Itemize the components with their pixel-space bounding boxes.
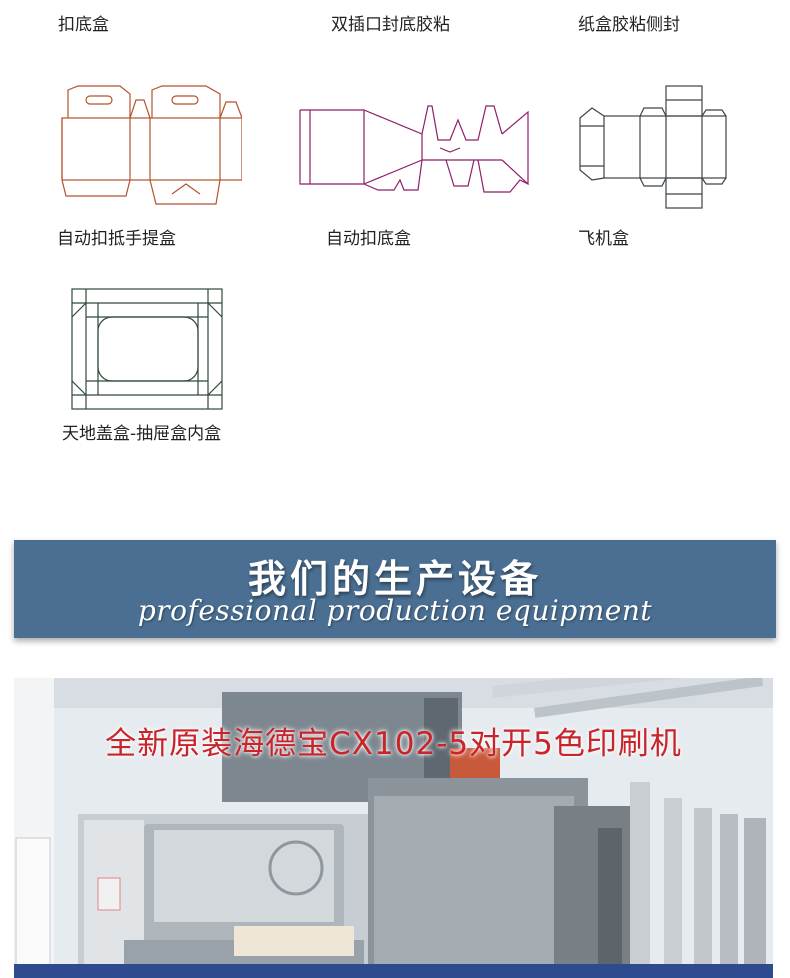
dieline-handle-box xyxy=(56,84,242,206)
printing-press-photo: 全新原装海德宝CX102-5对开5色印刷机 xyxy=(14,678,773,978)
printing-press-illustration xyxy=(14,678,773,978)
box-label-double-tuck-glued: 双插口封底胶粘 xyxy=(331,15,450,35)
equipment-banner-title: 我们的生产设备 xyxy=(247,557,542,601)
side-glued-lines xyxy=(579,85,727,209)
box-label-mailer-box: 飞机盒 xyxy=(578,229,629,249)
box-label-buckle-bottom: 扣底盒 xyxy=(58,15,109,35)
auto-bottom-lines xyxy=(299,105,529,193)
dieline-lid-box xyxy=(68,287,226,411)
dieline-auto-bottom-box xyxy=(298,100,530,200)
box-label-auto-bottom: 自动扣底盒 xyxy=(326,229,411,249)
handle-box-diagram xyxy=(61,85,242,205)
auto-bottom-diagram xyxy=(299,105,529,193)
side-glued-diagram xyxy=(579,85,727,209)
dieline-side-glued-box xyxy=(578,82,728,210)
box-label-auto-handle: 自动扣抵手提盒 xyxy=(57,229,176,249)
box-label-side-glued: 纸盒胶粘侧封 xyxy=(578,15,680,35)
equipment-banner: 我们的生产设备 professional production equipmen… xyxy=(14,540,776,638)
lid-box-diagram xyxy=(71,288,223,410)
handle-box-lines xyxy=(61,85,242,205)
box-label-lid-drawer-box: 天地盖盒-抽屉盒内盒 xyxy=(62,424,222,444)
equipment-banner-subtitle: professional production equipment xyxy=(137,594,653,627)
printing-press-caption: 全新原装海德宝CX102-5对开5色印刷机 xyxy=(105,726,682,762)
lid-box-lines xyxy=(71,288,223,410)
